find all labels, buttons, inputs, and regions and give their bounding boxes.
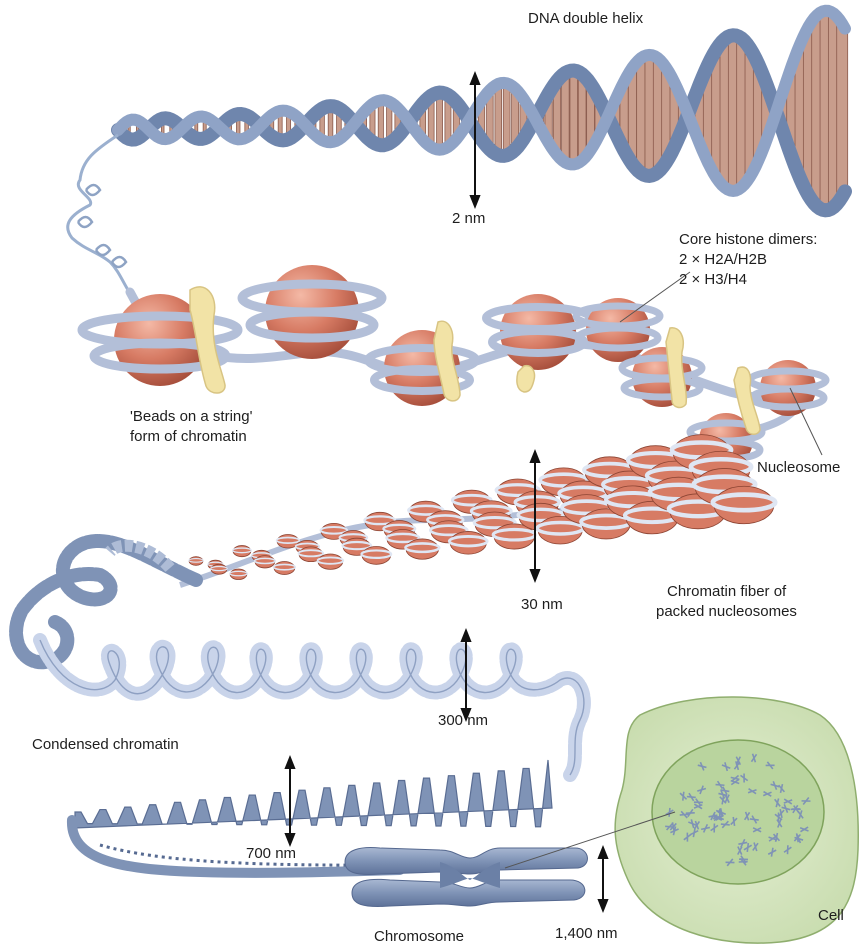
- chromatin-fiber: [180, 435, 775, 585]
- chromosome-width-label: 1,400 nm: [555, 925, 618, 943]
- nucleosome-bead-7: [750, 360, 826, 416]
- supercoil-ribbon: [75, 760, 552, 828]
- base-pair: [645, 55, 654, 176]
- dna-width-label: 2 nm: [452, 210, 485, 228]
- fiber-label-line1: Chromatin fiber of: [667, 583, 786, 601]
- packed-nucleosome: [255, 556, 275, 568]
- packed-nucleosome: [274, 562, 295, 575]
- base-pair: [503, 83, 510, 155]
- fiber-width-label: 30 nm: [521, 596, 563, 614]
- nucleosome-label: Nucleosome: [757, 459, 840, 477]
- packed-nucleosome: [233, 546, 251, 557]
- dna-helix-label: DNA double helix: [528, 10, 643, 28]
- nucleosome-bead-4: [486, 294, 590, 370]
- base-pair: [495, 84, 502, 155]
- coil-width-label: 700 nm: [246, 845, 296, 863]
- packed-nucleosome: [362, 546, 390, 564]
- chromosome: [345, 848, 587, 907]
- linker-histone: [517, 366, 535, 392]
- packed-nucleosome: [211, 564, 227, 574]
- histone-dimers-title: Core histone dimers:: [679, 231, 817, 249]
- base-pair: [653, 58, 662, 172]
- beads-label-line1: 'Beads on a string': [130, 408, 252, 426]
- histone-dimers-line1: 2 × H2A/H2B: [679, 251, 767, 269]
- nucleosome-bead-2: [242, 265, 382, 359]
- base-pair: [837, 24, 848, 197]
- base-pair: [637, 58, 645, 173]
- packed-nucleosome: [189, 557, 203, 566]
- chromosome-label: Chromosome: [374, 928, 464, 946]
- packed-nucleosome: [714, 486, 774, 523]
- condensed-chromatin-label: Condensed chromatin: [32, 736, 179, 754]
- condensed-width-label: 300 nm: [438, 712, 488, 730]
- fiber-label-line2: packed nucleosomes: [656, 603, 797, 621]
- free-dna-coils: [78, 185, 126, 267]
- cell-illustration: [505, 697, 858, 943]
- base-pair: [562, 73, 570, 163]
- base-pair: [437, 93, 443, 150]
- packed-nucleosome: [318, 554, 343, 569]
- cell-label: Cell: [818, 907, 844, 925]
- packed-nucleosome: [450, 531, 486, 554]
- looped-fiber: [40, 640, 584, 775]
- packed-nucleosome: [230, 569, 247, 579]
- base-pair: [570, 71, 578, 165]
- packed-nucleosome: [406, 539, 438, 559]
- beads-label-line2: form of chromatin: [130, 428, 247, 446]
- histone-dimers-line2: 2 × H3/H4: [679, 271, 747, 289]
- packed-nucleosomes: [189, 435, 775, 580]
